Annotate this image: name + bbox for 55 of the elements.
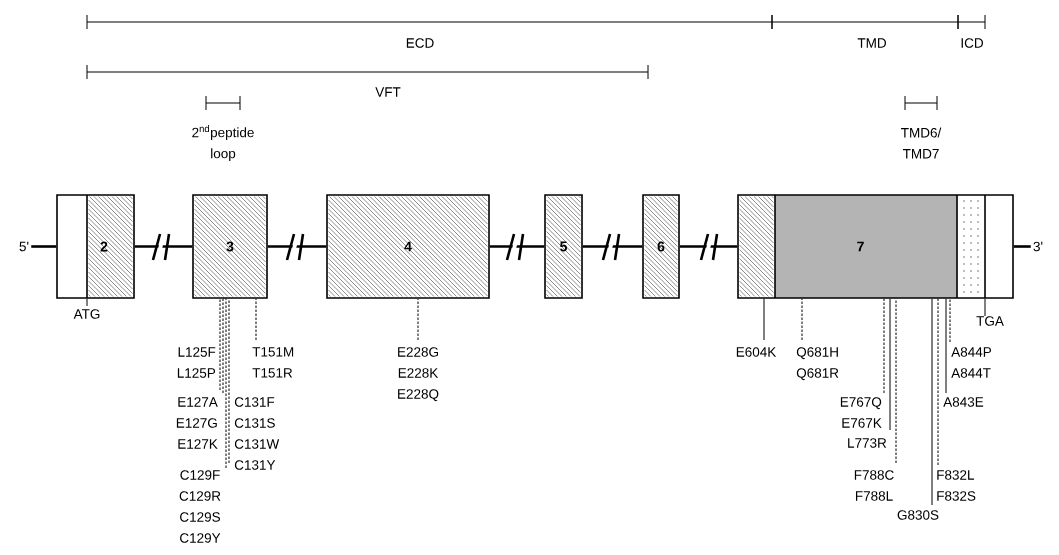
strand-line [582, 232, 643, 262]
leader-line [949, 298, 951, 343]
exon-box: 2 [56, 194, 135, 299]
mutation-label: L125F L125P [177, 347, 216, 378]
strand-line [31, 245, 57, 248]
mutation-label: A843E [943, 397, 984, 407]
leader-line [222, 298, 224, 394]
mutation-label: TGA [976, 316, 1004, 326]
domain-label: ECD [406, 38, 434, 48]
mutation-label: G830S [897, 510, 939, 520]
mutation-label: C131F C131S C131W C131Y [234, 397, 280, 470]
leader-line [895, 298, 897, 464]
exon-box: 6 [642, 194, 680, 299]
domain-label: VFT [375, 87, 401, 97]
strand-line [679, 232, 738, 262]
mutation-label: C129F C129R C129S C129Y [179, 470, 221, 543]
leader-line [984, 298, 986, 317]
mutation-label: Q681H Q681R [796, 347, 839, 381]
exon-box: 7 [737, 194, 1014, 299]
exon-box: 3 [192, 194, 268, 299]
leader-line [801, 298, 803, 341]
mutation-label: E767Q E767K [840, 397, 882, 428]
leader-line [931, 298, 933, 506]
leader-line [763, 298, 765, 341]
strand-line [134, 232, 193, 262]
leader-line [889, 298, 891, 431]
leader-line [225, 298, 227, 469]
mutation-label: E604K [736, 347, 777, 357]
mutation-label: T151M T151R [252, 347, 294, 378]
domain-label: TMD6/ TMD7 [901, 127, 942, 159]
domain-label: 2$^{nd}$peptide loop [192, 125, 254, 161]
leader-line [883, 298, 885, 394]
domain-label: ICD [961, 38, 983, 48]
strand-line [267, 232, 327, 262]
leader-line [86, 298, 88, 307]
exon-box: 5 [544, 194, 583, 299]
strand-line [1013, 245, 1031, 248]
exon-box: 4 [326, 194, 490, 299]
leader-line [417, 298, 419, 341]
strand-end-label: 3' [1033, 241, 1043, 252]
leader-line [219, 298, 221, 391]
leader-line [937, 298, 939, 466]
mutation-label: L773R [848, 438, 887, 448]
leader-line [228, 298, 230, 464]
mutation-label: A844P A844T [951, 347, 992, 378]
leader-line [255, 298, 257, 341]
strand-line [489, 232, 545, 262]
domain-label: TMD [857, 38, 886, 48]
mutation-label: ATG [73, 309, 100, 319]
strand-end-label: 5' [19, 241, 29, 252]
mutation-label: E127A E127G E127K [176, 397, 218, 449]
mutation-label: E228G E228K E228Q [398, 347, 439, 402]
mutation-label: F788C F788L [854, 470, 894, 501]
leader-line [945, 298, 947, 394]
mutation-label: F832L F832S [937, 470, 976, 501]
